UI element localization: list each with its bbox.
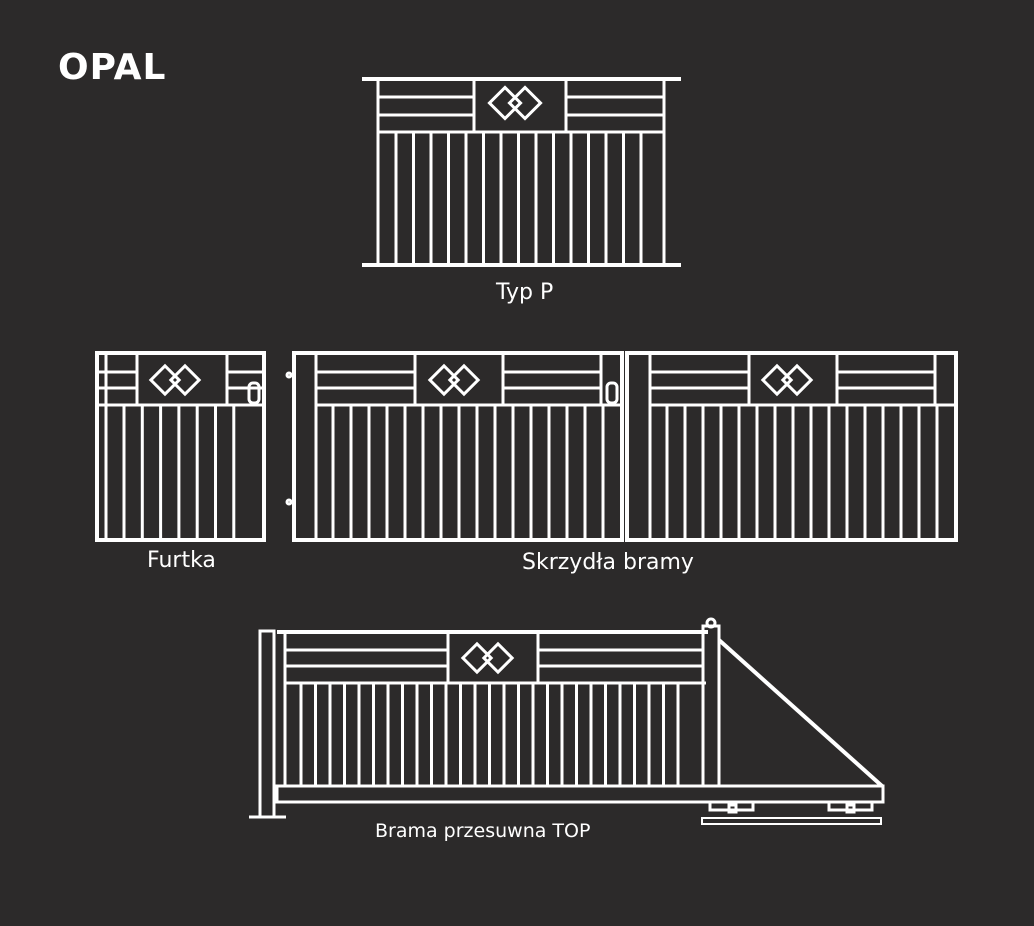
brama-przesuwna <box>249 617 885 825</box>
diamond-ornament <box>460 641 515 675</box>
furtka-gate <box>95 351 266 542</box>
skrzydla-right-leaf <box>625 351 958 542</box>
wheel-icon <box>845 803 856 814</box>
furtka-pickets <box>122 405 236 540</box>
diamond-ornament <box>487 85 543 121</box>
page-title: OPAL <box>58 47 167 88</box>
hinge-icon <box>285 371 293 379</box>
typ-p-panel <box>362 77 681 267</box>
caption-typ-p: Typ P <box>496 280 554 305</box>
typ-p-pickets <box>394 132 643 265</box>
wheel-icon <box>727 803 738 814</box>
diamond-ornament <box>760 363 814 397</box>
caption-skrzydla: Skrzydła bramy <box>522 550 694 575</box>
left-leaf-pickets <box>331 405 605 540</box>
skrzydla-left-leaf <box>285 351 624 542</box>
right-leaf-pickets <box>665 405 939 540</box>
handle-icon <box>605 381 619 405</box>
caption-brama: Brama przesuwna TOP <box>375 820 591 842</box>
gate-post <box>258 629 276 819</box>
diamond-ornament <box>148 363 202 397</box>
handle-icon <box>247 381 261 405</box>
gate-frame-post <box>701 624 721 788</box>
caption-furtka: Furtka <box>147 548 216 573</box>
brama-pickets <box>299 683 680 786</box>
diamond-ornament <box>427 363 481 397</box>
hinge-icon <box>285 498 293 506</box>
